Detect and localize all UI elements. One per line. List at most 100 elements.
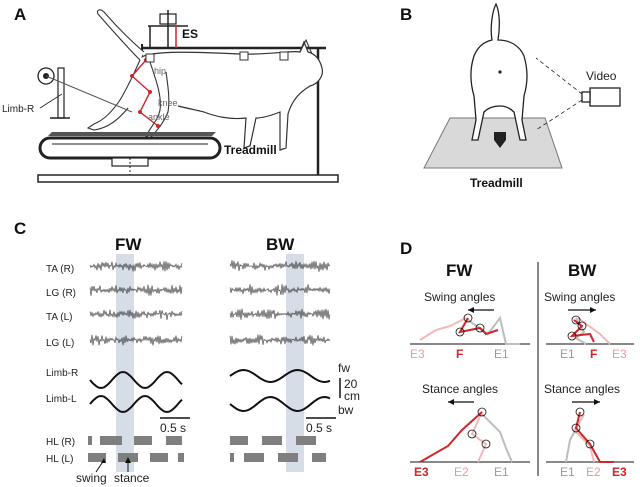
emg-trace-segment: [89, 334, 183, 346]
emg-trace-segment: [89, 261, 183, 272]
panel-b: B Video Treadmill: [400, 2, 621, 190]
fw-limb-l-trace: [89, 395, 183, 413]
gait-stance-bar: [230, 453, 234, 462]
hip-label: hip: [154, 66, 166, 76]
direction-arrow: [494, 140, 506, 148]
cat-body: [139, 40, 323, 151]
hl-r-label: HL (R): [46, 437, 75, 448]
ankle-label: ankle: [148, 112, 170, 122]
bw-stance-angles: Stance angles: [544, 382, 620, 396]
bw-stance-label-e2: E2: [586, 465, 601, 479]
panel-c: C FW BW TA (R) LG (R) TA (L) LG (L) Limb…: [14, 219, 360, 485]
treadmill-surface: [423, 117, 563, 169]
limb-l-label-c: Limb-L: [46, 394, 77, 405]
bw-swing-label-f: F: [590, 347, 597, 361]
gait-stance-bar: [230, 436, 248, 445]
gait-stance-bar: [178, 453, 184, 462]
emg-trace-segment: [89, 284, 183, 296]
treadmill-belt: [38, 136, 222, 160]
fw-stance-label-e1: E1: [494, 465, 509, 479]
treadmill-label-b: Treadmill: [470, 176, 523, 190]
emg-trace-segment: [229, 334, 331, 346]
fw-swing-f-figure: [458, 317, 499, 336]
d-bw-title: BW: [568, 261, 597, 280]
emg-label-ta-l: TA (L): [46, 312, 72, 323]
fw-stance-e2-figure: [470, 411, 488, 463]
emg-traces: [89, 260, 331, 346]
limb-wire: [45, 75, 133, 113]
fw-stance-label-e3: E3: [414, 465, 429, 479]
base-platform: [37, 174, 339, 183]
gait-stance-bar: [262, 436, 282, 445]
bw-limb-l-trace: [229, 395, 331, 413]
bw-swing-label-e1: E1: [560, 347, 575, 361]
fw-swing-label-f: F: [456, 347, 463, 361]
fw-swing-label-e1: E1: [494, 347, 509, 361]
bw-stance-band: [286, 254, 304, 472]
gait-bars: [88, 436, 326, 462]
fw-swing-angles: Swing angles: [424, 290, 495, 304]
cat-tail: [96, 9, 145, 61]
panel-a: A ES hip knee ankle: [2, 5, 339, 183]
limb-r-label-a: Limb-R: [2, 104, 34, 115]
c-fw-title: FW: [115, 235, 142, 254]
c-bw-title: BW: [266, 235, 295, 254]
fw-stance-e1-figure: [481, 413, 513, 463]
fw-stance-label-e2: E2: [454, 465, 469, 479]
gait-stance-bar: [312, 453, 326, 462]
es-label: ES: [182, 27, 198, 41]
cat-ear: [299, 38, 313, 55]
swing-label: swing: [76, 471, 107, 485]
gait-stance-bar: [166, 436, 182, 445]
emg-label-lg-r: LG (R): [46, 288, 76, 299]
fw-limb-r-trace: [89, 371, 183, 389]
panel-letter-b: B: [400, 5, 412, 24]
fw-swing-e3-figure: [419, 317, 467, 341]
bw-swing-label-e3: E3: [612, 347, 627, 361]
bw-stance-e2-figure: [572, 413, 595, 463]
bw-swing-f-figure: [569, 319, 595, 343]
gait-stance-bar: [88, 436, 92, 445]
video-label: Video: [586, 69, 617, 83]
gait-stance-bar: [150, 453, 168, 462]
emg-trace-segment: [229, 308, 331, 320]
limb-r-label-c: Limb-R: [46, 368, 78, 379]
panel-letter-a: A: [14, 5, 26, 24]
emg-trace-segment: [89, 309, 183, 320]
fw-tag: fw: [338, 361, 350, 375]
bw-stance-label-e1: E1: [560, 465, 575, 479]
fw-stance-angles: Stance angles: [422, 382, 498, 396]
fw-time-scale: 0.5 s: [160, 421, 186, 435]
bw-limb-r-trace: [229, 368, 331, 384]
scale-unit: cm: [344, 389, 360, 403]
hl-l-label: HL (L): [46, 454, 73, 465]
gait-stance-bar: [100, 436, 122, 445]
bw-stance-e3-figure: [574, 411, 614, 463]
bw-stance-label-e3: E3: [612, 465, 627, 479]
fw-swing-label-e3: E3: [410, 347, 425, 361]
d-fw-title: FW: [446, 261, 473, 280]
stance-label: stance: [114, 471, 150, 485]
bw-swing-angles: Swing angles: [544, 290, 615, 304]
panel-d: D FW BW Swing angles Swing angles Stance…: [400, 239, 634, 479]
fw-stance-e3-figure: [419, 411, 483, 463]
emg-trace-segment: [229, 260, 331, 272]
panel-letter-d: D: [400, 239, 412, 258]
emg-label-lg-l: LG (L): [46, 338, 74, 349]
emg-trace-segment: [229, 284, 331, 296]
gait-stance-bar: [88, 453, 106, 462]
gait-stance-bar: [278, 453, 298, 462]
video-camera-icon: [589, 87, 621, 107]
bw-tag: bw: [338, 403, 354, 417]
panel-letter-c: C: [14, 219, 26, 238]
cat-left-hindleg: [86, 59, 141, 131]
gait-stance-bar: [244, 453, 264, 462]
gait-stance-bar: [296, 436, 316, 445]
treadmill-label-a: Treadmill: [224, 143, 277, 157]
gait-stance-bar: [134, 436, 152, 445]
fw-stance-band: [116, 254, 134, 472]
scale-value: 20: [344, 377, 358, 391]
knee-label: knee: [158, 98, 178, 108]
emg-label-ta-r: TA (R): [46, 264, 74, 275]
